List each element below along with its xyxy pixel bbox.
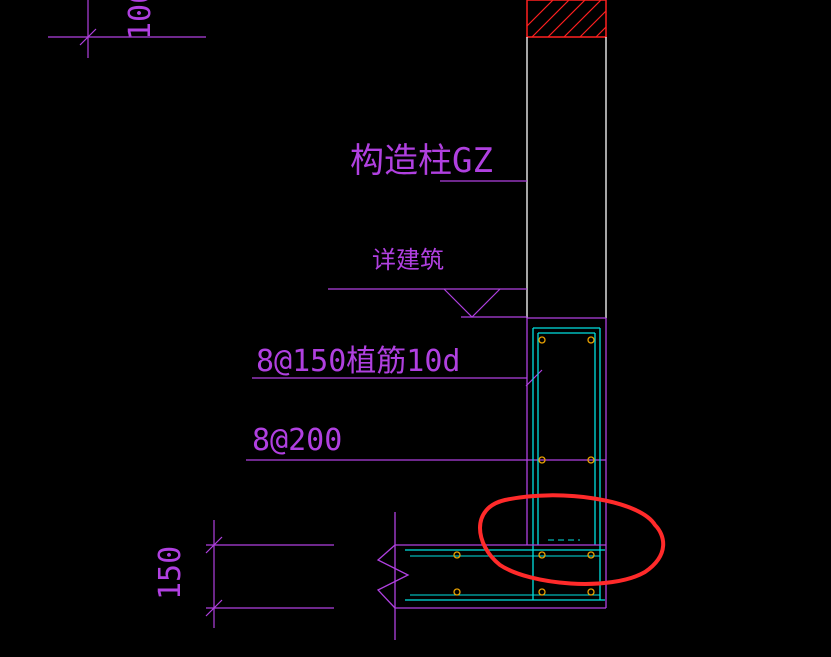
rebar-label-1-group: 8@150植筋10d	[252, 344, 543, 387]
rebar-label-2-group: 8@200	[246, 423, 606, 461]
rebar-label-1: 8@150植筋10d	[256, 344, 461, 379]
column-stirrups	[532, 327, 601, 600]
top-dimension: 100	[48, 0, 206, 58]
rebar-label-2: 8@200	[252, 423, 342, 458]
wall-outline	[526, 37, 607, 318]
bottom-dimension: 150	[153, 520, 334, 628]
column-label-group: 构造柱GZ	[350, 141, 527, 182]
column-label: 构造柱GZ	[350, 141, 493, 181]
architecture-label-group: 详建筑	[328, 246, 527, 318]
top-dimension-value: 100	[123, 0, 158, 40]
bottom-dimension-value: 150	[153, 546, 188, 600]
markup-circle	[478, 493, 666, 586]
beam-section	[376, 512, 606, 640]
architecture-label: 详建筑	[372, 246, 444, 274]
hatched-block	[526, 0, 607, 38]
column-section	[526, 317, 607, 608]
rebar-dots	[453, 336, 595, 596]
